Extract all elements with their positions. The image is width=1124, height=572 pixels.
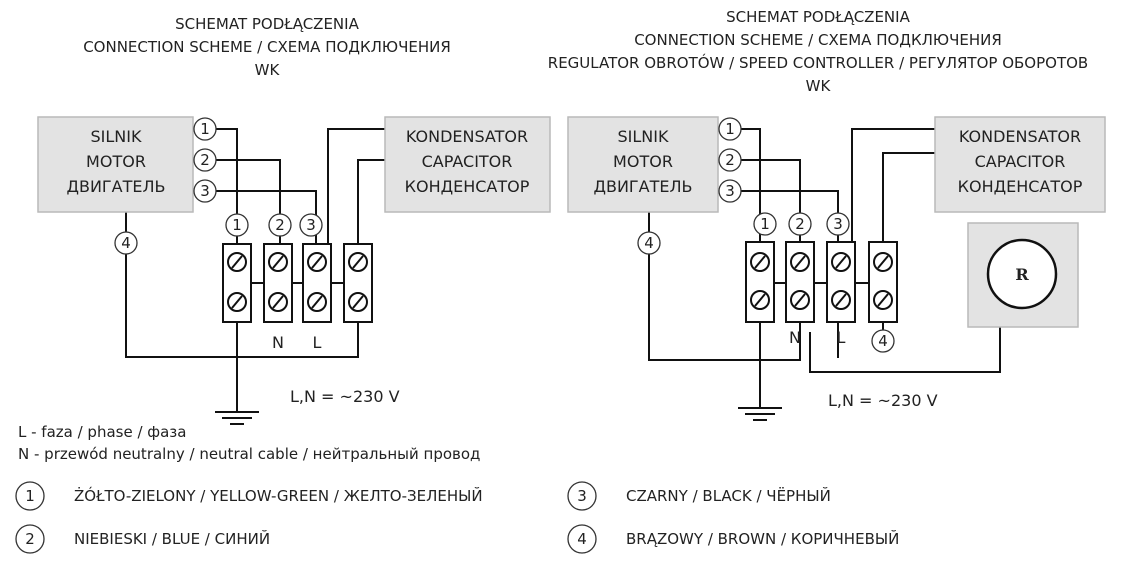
right-wire-num-3: 3 (725, 182, 735, 200)
right-title-line-3: REGULATOR OBROTÓW / SPEED CONTROLLER / Р… (548, 53, 1088, 72)
right-motor-label-3: ДВИГАТЕЛЬ (593, 177, 692, 196)
right-scheme: SCHEMAT PODŁĄCZENIA CONNECTION SCHEME / … (548, 8, 1106, 421)
note-phase: L - faza / phase / фаза (18, 423, 186, 441)
legend-label-3: CZARNY / BLACK / ЧЁРНЫЙ (626, 486, 831, 505)
right-ground-wire-circle (637, 231, 661, 255)
left-title-line-2: CONNECTION SCHEME / СХЕМА ПОДКЛЮЧЕНИЯ (83, 38, 451, 56)
left-terminal-circle-2 (268, 213, 292, 237)
right-wire-circle-3 (718, 179, 742, 203)
left-ground-wire-circle (114, 231, 138, 255)
legend-label-1: ŻÓŁTO-ZIELONY / YELLOW-GREEN / ЖЕЛТО-ЗЕЛ… (74, 486, 483, 505)
right-terminal-circle-3 (826, 212, 850, 236)
right-terminal-screws (750, 252, 893, 310)
right-terminal-num-3: 3 (833, 215, 843, 233)
legend-num-1: 1 (25, 487, 35, 505)
left-wires (125, 128, 385, 425)
left-capacitor-label-1: KONDENSATOR (406, 127, 528, 146)
legend-label-2: NIEBIESKI / BLUE / СИНИЙ (74, 529, 270, 548)
speed-controller-knob (986, 238, 1058, 310)
right-terminal-block (745, 241, 898, 323)
left-wire-circle-3 (193, 179, 217, 203)
left-capacitor-label-2: CAPACITOR (422, 152, 513, 171)
left-terminal-num-1: 1 (232, 216, 242, 234)
left-motor-label-3: ДВИГАТЕЛЬ (66, 177, 165, 196)
legend-num-2: 2 (25, 530, 35, 548)
left-motor-label-1: SILNIK (91, 127, 142, 146)
left-voltage-label: L,N = ~230 V (290, 387, 400, 406)
legend-circle-2 (15, 524, 45, 554)
right-wire-num-1: 1 (725, 120, 735, 138)
right-capacitor-label-1: KONDENSATOR (959, 127, 1081, 146)
right-capacitor-label-3: КОНДЕНСАТОР (958, 177, 1083, 196)
right-ground-wire-num: 4 (644, 234, 654, 252)
right-motor-box (567, 116, 719, 213)
right-terminal-circle-4 (871, 329, 895, 353)
left-ground-symbol (215, 411, 259, 425)
note-neutral: N - przewód neutralny / neutral cable / … (18, 445, 480, 463)
speed-controller-label: R (1015, 265, 1029, 284)
left-terminal-label-n: N (272, 333, 284, 352)
legend-label-4: BRĄZOWY / BROWN / КОРИЧНЕВЫЙ (626, 529, 899, 548)
left-title-line-1: SCHEMAT PODŁĄCZENIA (175, 15, 359, 33)
left-ground-wire-num: 4 (121, 234, 131, 252)
right-capacitor-label-2: CAPACITOR (975, 152, 1066, 171)
right-terminal-num-1: 1 (760, 215, 770, 233)
right-motor-label-2: MOTOR (613, 152, 673, 171)
left-scheme: SCHEMAT PODŁĄCZENIA CONNECTION SCHEME / … (37, 15, 551, 425)
right-terminal-circle-1 (753, 212, 777, 236)
legend-num-4: 4 (577, 530, 587, 548)
left-capacitor-label-3: КОНДЕНСАТОР (405, 177, 530, 196)
left-title-line-3: WK (255, 61, 281, 79)
left-wire-num-3: 3 (200, 182, 210, 200)
right-motor-label-1: SILNIK (618, 127, 669, 146)
right-wire-circle-2 (718, 148, 742, 172)
right-ground-symbol (738, 407, 782, 421)
right-title-line-4: WK (806, 77, 832, 95)
left-terminal-circle-1 (225, 213, 249, 237)
left-terminal-circle-3 (299, 213, 323, 237)
right-title-line-1: SCHEMAT PODŁĄCZENIA (726, 8, 910, 26)
left-terminal-label-l: L (313, 333, 322, 352)
left-wire-circle-1 (193, 117, 217, 141)
right-terminal-label-l: L (837, 328, 846, 347)
right-terminal-label-n: N (789, 328, 801, 347)
right-terminal-circle-2 (788, 212, 812, 236)
right-voltage-label: L,N = ~230 V (828, 391, 938, 410)
legend-circle-3 (567, 481, 597, 511)
legend-num-3: 3 (577, 487, 587, 505)
right-wire-num-2: 2 (725, 151, 735, 169)
left-terminal-num-2: 2 (275, 216, 285, 234)
left-terminal-block (222, 243, 373, 323)
left-wire-num-2: 2 (200, 151, 210, 169)
left-terminal-num-3: 3 (306, 216, 316, 234)
left-terminal-screws (227, 252, 368, 312)
left-wire-circle-2 (193, 148, 217, 172)
right-wire-circle-1 (718, 117, 742, 141)
right-capacitor-box (934, 116, 1106, 213)
right-title-line-2: CONNECTION SCHEME / СХЕМА ПОДКЛЮЧЕНИЯ (634, 31, 1002, 49)
right-terminal-num-4: 4 (878, 332, 888, 350)
left-motor-label-2: MOTOR (86, 152, 146, 171)
legend-circle-1 (15, 481, 45, 511)
left-capacitor-box (384, 116, 551, 213)
color-legend: 1 ŻÓŁTO-ZIELONY / YELLOW-GREEN / ЖЕЛТО-З… (15, 481, 899, 554)
legend-circle-4 (567, 524, 597, 554)
left-motor-box (37, 116, 194, 213)
left-wire-num-1: 1 (200, 120, 210, 138)
right-terminal-num-2: 2 (795, 215, 805, 233)
